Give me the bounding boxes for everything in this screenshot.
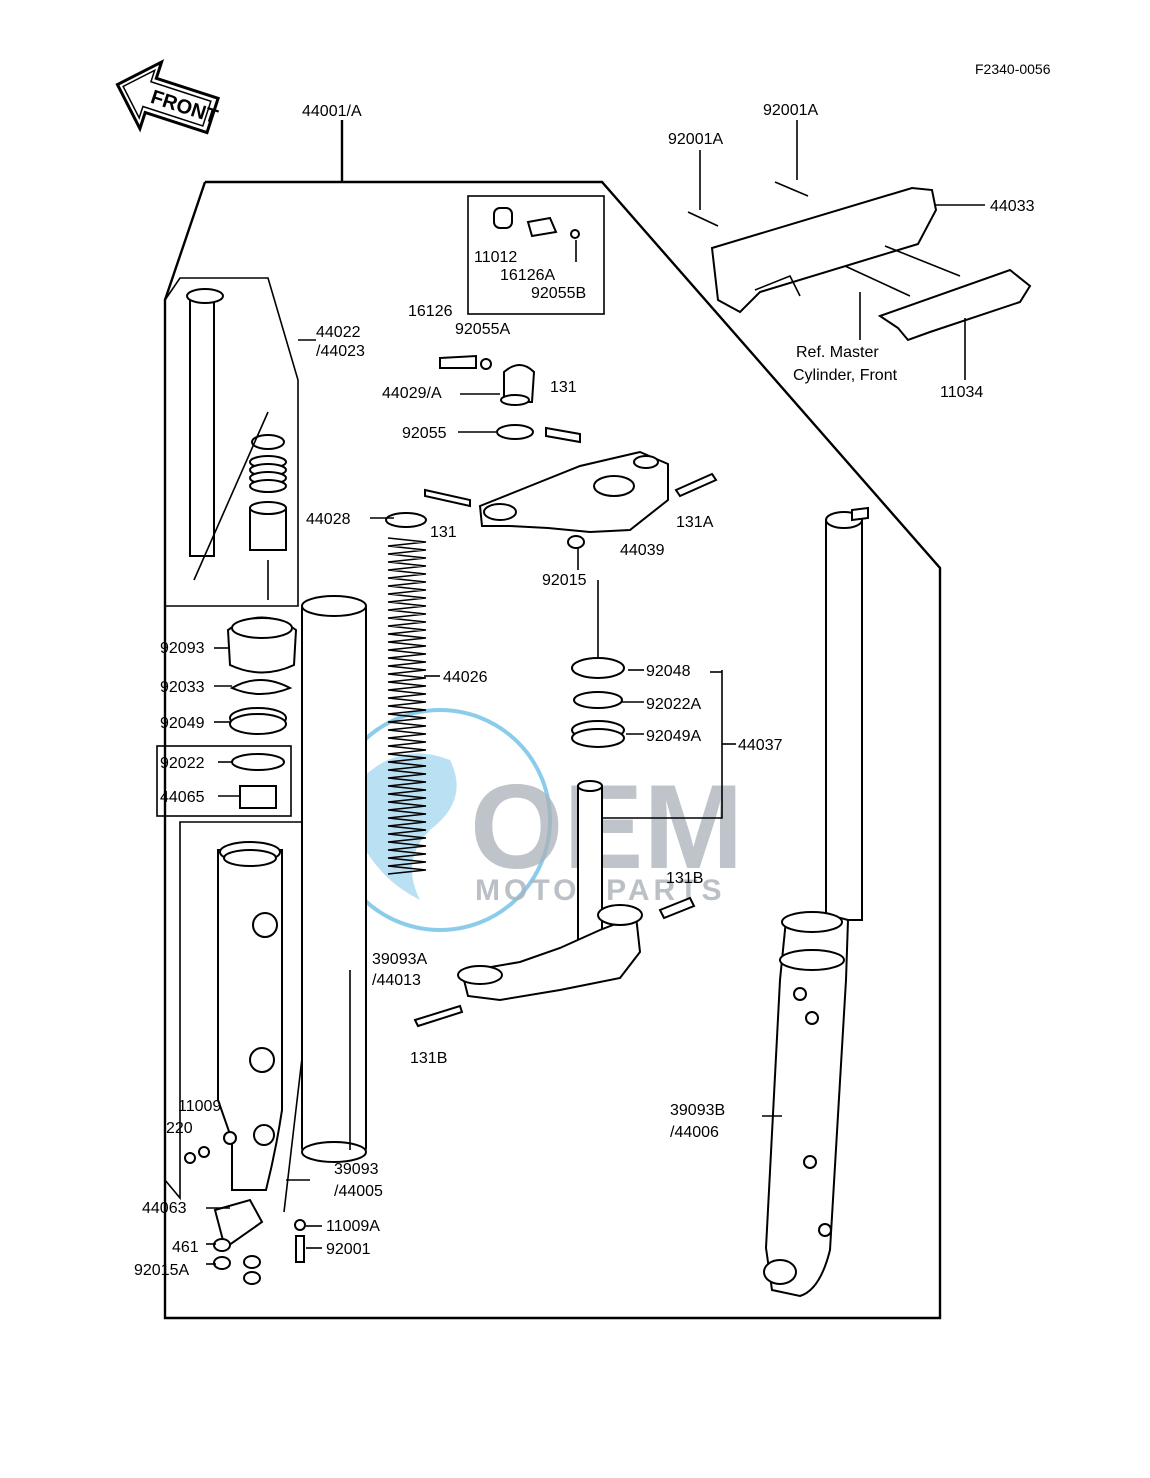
label-92001A-1: 92001A (763, 102, 818, 119)
label-44001: 44001/A (302, 103, 362, 120)
right-fork-39093B (763, 506, 869, 1298)
damper-head (439, 354, 581, 444)
label-131A: 131A (676, 514, 714, 531)
label-16126A: 16126A (500, 267, 555, 284)
label-92033: 92033 (160, 679, 205, 696)
label-44023: /44023 (316, 343, 365, 360)
label-11009A: 11009A (326, 1218, 380, 1235)
label-92055A: 92055A (455, 321, 510, 338)
label-131B-left: 131B (410, 1050, 447, 1067)
spring-small (249, 455, 287, 493)
label-39093B: 39093B (670, 1102, 725, 1119)
label-220: 220 (166, 1120, 193, 1137)
label-92015: 92015 (542, 572, 587, 589)
label-92049: 92049 (160, 715, 205, 732)
label-44026: 44026 (443, 669, 488, 686)
label-92055: 92055 (402, 425, 447, 442)
fork-spring-44026 (385, 512, 427, 875)
label-44006: /44006 (670, 1124, 719, 1141)
label-92015A: 92015A (134, 1262, 189, 1279)
watermark: OEM MOTORPARTS (328, 708, 743, 932)
label-ref-master-1: Ref. Master (796, 344, 879, 361)
label-44005: /44005 (334, 1183, 383, 1200)
label-44037: 44037 (738, 737, 783, 754)
leader-lines (206, 339, 782, 1265)
label-131-mid: 131 (430, 524, 457, 541)
label-131B-right: 131B (666, 870, 703, 887)
label-11012: 11012 (474, 249, 517, 266)
lower-triple-clamp (413, 780, 696, 1028)
upper-triple-clamp (424, 450, 718, 570)
left-lower-fork (164, 821, 306, 1285)
label-461: 461 (172, 1239, 199, 1256)
label-92048: 92048 (646, 663, 691, 680)
label-ref-master-2: Cylinder, Front (793, 367, 898, 384)
steering-stem-bearings (571, 580, 723, 819)
part-labels: 44001/A 92001A 92001A 44033 11012 16126A… (134, 102, 1035, 1279)
label-131-top: 131 (550, 379, 577, 396)
label-44065: 44065 (160, 789, 205, 806)
master-cylinder-bracket (687, 120, 1032, 380)
label-92093: 92093 (160, 640, 205, 657)
label-39093: 39093 (334, 1161, 379, 1178)
label-16126: 16126 (408, 303, 453, 320)
label-92001: 92001 (326, 1241, 371, 1258)
label-44022: 44022 (316, 324, 361, 341)
label-92055B: 92055B (531, 285, 586, 302)
label-92001A-2: 92001A (668, 131, 723, 148)
label-44033: 44033 (990, 198, 1035, 215)
label-11009: 11009 (178, 1098, 221, 1115)
label-44013: /44013 (372, 972, 421, 989)
label-92022: 92022 (160, 755, 205, 772)
watermark-logo: OEM (470, 760, 743, 894)
left-seals-stack (156, 616, 298, 817)
diagram-code: F2340-0056 (975, 61, 1051, 77)
label-39093A: 39093A (372, 951, 427, 968)
fork-internals-box (164, 277, 299, 607)
front-arrow-icon: FRONT (115, 59, 220, 135)
fork-tube-39093A (301, 595, 367, 1163)
small-parts-box (467, 195, 605, 315)
label-44039: 44039 (620, 542, 665, 559)
label-44063: 44063 (142, 1200, 187, 1217)
label-44029: 44029/A (382, 385, 442, 402)
label-92049A: 92049A (646, 728, 701, 745)
label-92022A: 92022A (646, 696, 701, 713)
label-44028: 44028 (306, 511, 351, 528)
fork-tube-inner (189, 297, 215, 557)
label-11034: 11034 (940, 384, 983, 401)
